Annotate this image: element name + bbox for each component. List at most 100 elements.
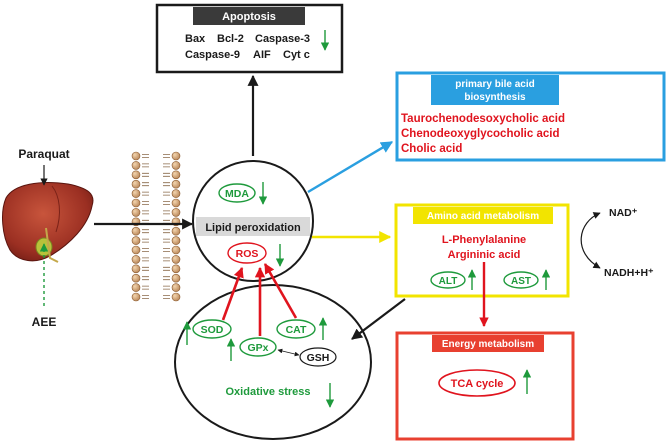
lipid-tail: [163, 219, 170, 224]
ast-label: AST: [511, 276, 531, 287]
lipid-head: [171, 189, 181, 198]
lipid-tail: [163, 285, 170, 290]
cat-to-ros-arrow: [263, 263, 298, 319]
aee-label: AEE: [32, 315, 57, 329]
apoptosis-caspase3: Caspase-3: [255, 33, 310, 45]
lipid-head: [131, 236, 141, 245]
sod-label: SOD: [201, 324, 224, 336]
energy-metabolism-title: Energy metabolism: [442, 339, 534, 350]
bile-acid-header: [431, 75, 559, 105]
lipid-head: [171, 255, 181, 264]
lipid-head: [131, 170, 141, 180]
lipid-head: [171, 292, 181, 302]
lipid-bilayer-membrane: [131, 151, 181, 302]
lipid-head: [171, 264, 181, 274]
cat-ellipse: [276, 319, 316, 339]
lipid-to-bile-acid-arrow: [307, 140, 394, 194]
lipid-tail: [163, 210, 170, 215]
lipid-head: [131, 226, 141, 236]
gsh-ellipse: [299, 347, 337, 367]
amino-acid-item: Argininic acid: [448, 249, 521, 261]
lipid-tail: [163, 266, 170, 271]
gpx-ellipse: [239, 337, 277, 357]
alt-ellipse: [430, 271, 466, 289]
lipid-head: [171, 208, 181, 217]
oxidative-stress-label: Oxidative stress: [226, 386, 311, 398]
nadh-label: NADH+H⁺: [604, 267, 654, 279]
lipid-tail: [163, 191, 170, 196]
apoptosis-aif: AIF: [253, 49, 271, 61]
lipid-head: [171, 236, 181, 245]
lipid-tail: [163, 257, 170, 262]
lipid-head: [131, 179, 141, 189]
lipid-tail: [142, 229, 149, 234]
ast-ellipse: [503, 271, 539, 289]
amino-acid-header: [413, 207, 553, 224]
lipid-tail: [142, 285, 149, 290]
amino-to-oxidative-arrow: [351, 298, 406, 340]
lipid-head: [131, 245, 141, 255]
lipid-peroxidation-label-box: [196, 217, 310, 236]
lipid-tail: [142, 154, 149, 158]
mda-ellipse: [218, 183, 256, 203]
lipid-head: [171, 198, 181, 208]
oxidative-stress-circle: [174, 284, 372, 440]
nad-label: NAD⁺: [609, 207, 638, 219]
lipid-head: [131, 161, 141, 170]
apoptosis-cytc: Cyt c: [283, 49, 310, 61]
lipid-tail: [163, 248, 170, 252]
lipid-tail: [142, 182, 149, 187]
energy-metabolism-header: [432, 335, 544, 352]
bile-acid-item: Cholic acid: [401, 143, 462, 155]
lipid-tail: [142, 238, 149, 243]
lipid-head: [131, 283, 141, 292]
tca-cycle-label: TCA cycle: [451, 378, 504, 390]
gsh-label: GSH: [307, 352, 330, 364]
lipid-head: [171, 151, 181, 161]
cat-label: CAT: [286, 324, 307, 336]
lipid-head: [171, 161, 181, 170]
nad-conversion-arrow: [580, 212, 601, 269]
lipid-tail: [163, 276, 170, 281]
ros-label: ROS: [236, 248, 259, 260]
lipid-head: [131, 292, 141, 302]
apoptosis-caspase9: Caspase-9: [185, 49, 240, 61]
lipid-tail: [163, 182, 170, 187]
lipid-head: [131, 273, 141, 283]
paraquat-label: Paraquat: [18, 147, 69, 161]
apoptosis-bcl2: Bcl-2: [217, 33, 244, 45]
lipid-head: [171, 273, 181, 283]
sod-ellipse: [192, 319, 232, 339]
lipid-tail: [163, 295, 170, 299]
lipid-tail: [142, 248, 149, 252]
lipid-tail: [142, 201, 149, 205]
lipid-head: [131, 198, 141, 208]
lipid-peroxidation-label: Lipid peroxidation: [205, 222, 301, 234]
lipid-tail: [142, 163, 149, 168]
lipid-tail: [142, 257, 149, 262]
lipid-tail: [142, 276, 149, 281]
lipid-head: [171, 283, 181, 292]
lipid-tail: [163, 238, 170, 243]
mda-label: MDA: [225, 188, 249, 200]
apoptosis-bax: Bax: [185, 33, 206, 45]
amino-acid-item: L-Phenylalanine: [442, 234, 526, 246]
apoptosis-title: Apoptosis: [222, 11, 276, 23]
lipid-head: [171, 245, 181, 255]
lipid-tail: [142, 172, 149, 177]
tca-cycle-ellipse: [438, 369, 516, 397]
lipid-tail: [163, 172, 170, 177]
ros-ellipse: [227, 242, 267, 264]
lipid-head: [131, 255, 141, 264]
lipid-tail: [163, 154, 170, 158]
lipid-tail: [163, 201, 170, 205]
bile-acid-title-line2: biosynthesis: [464, 92, 526, 103]
gpx-gsh-link: [277, 348, 300, 357]
lipid-tail: [142, 191, 149, 196]
apoptosis-header: [193, 7, 305, 25]
lipid-tail: [163, 229, 170, 234]
lipid-tail: [142, 210, 149, 215]
lipid-tail: [142, 295, 149, 299]
bile-acid-item: Chenodeoxyglycocholic acid: [401, 128, 559, 140]
